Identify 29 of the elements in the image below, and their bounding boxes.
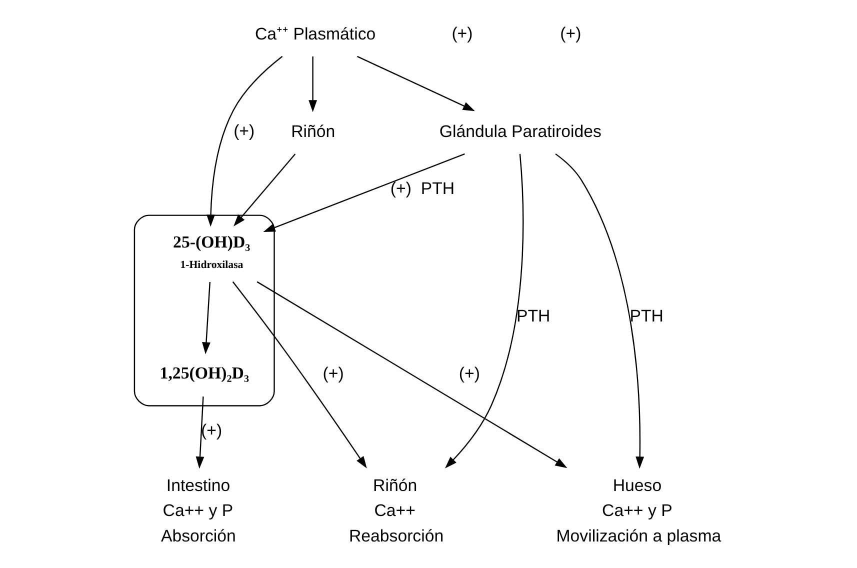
node-text: Ca⁺⁺ Plasmático [254, 24, 376, 44]
node-text: 25-(OH)D₃ [173, 232, 250, 252]
edge-label: (+) [322, 364, 344, 383]
arrow [445, 154, 524, 468]
arrow [196, 396, 204, 469]
edge-label: (+) [234, 122, 255, 141]
node-text: Riñón Ca++ Reabsorción [348, 476, 444, 546]
edge-label: PTH [630, 306, 664, 326]
arrow [206, 56, 283, 227]
arrow [308, 56, 318, 112]
arrow [234, 154, 296, 226]
arrow [256, 281, 568, 468]
node-label: 1-Hidroxilasa [180, 258, 244, 271]
node-text: 1,25(OH)₂D₃ [160, 363, 250, 382]
node-text: Intestino Ca++ y P Absorción [160, 476, 236, 546]
node-text: Glándula Paratiroides [439, 122, 602, 142]
arrow [263, 153, 465, 232]
arrow [232, 281, 367, 468]
arrow [202, 282, 211, 354]
edge-label: (+) PTH [390, 178, 455, 198]
arrow [357, 56, 475, 112]
label: (+) [560, 24, 582, 44]
label: (+) [452, 24, 473, 44]
arrow [555, 153, 644, 469]
node-text: Riñón [291, 122, 336, 142]
edge-label: (+) [201, 421, 222, 440]
edge-label: (+) [458, 364, 480, 383]
node-text: Hueso Ca++ y P Movilización a plasma [556, 476, 722, 546]
edge-label: PTH [516, 306, 550, 326]
